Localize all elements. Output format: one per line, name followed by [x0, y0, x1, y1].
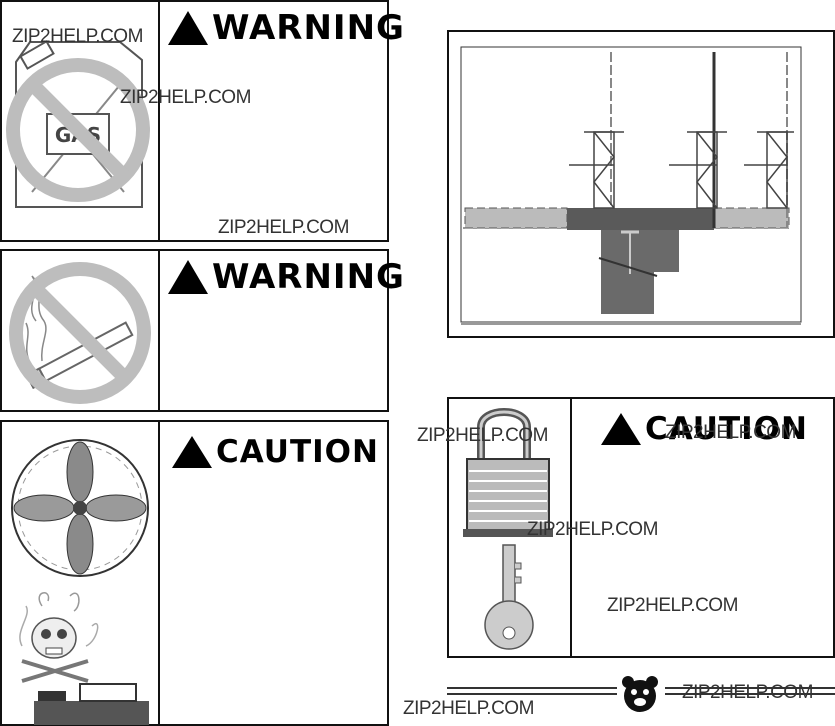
smoke-warning-panel: WARNING: [0, 249, 404, 412]
watermark: ZIP2HELP.COM: [403, 698, 534, 719]
watermark: ZIP2HELP.COM: [665, 422, 796, 443]
watermark: ZIP2HELP.COM: [607, 595, 738, 616]
fan-icon: [11, 439, 149, 577]
watermark: ZIP2HELP.COM: [527, 519, 658, 540]
bear-logo-icon: [622, 676, 658, 712]
no-smoking-icon: [9, 262, 151, 404]
key-icon: [484, 544, 534, 650]
signal-word: CAUTION: [645, 411, 808, 447]
watermark: ZIP2HELP.COM: [120, 87, 251, 108]
machine-diagram-frame: [447, 30, 835, 338]
alert-triangle-icon: [601, 413, 641, 445]
caution-header: CAUTION: [601, 411, 808, 447]
watermark: ZIP2HELP.COM: [12, 26, 143, 47]
alert-triangle-icon: [168, 11, 208, 45]
alert-triangle-icon: [168, 260, 208, 294]
caution-header: CAUTION: [172, 434, 379, 470]
warning-header: WARNING: [168, 8, 405, 48]
gas-warning-panel: GAS WARNING: [0, 0, 404, 242]
ventilation-caution-panel: CAUTION: [0, 420, 389, 726]
footer-rule: [447, 687, 835, 695]
no-gasoline-icon: GAS: [6, 40, 150, 208]
signal-word: CAUTION: [216, 434, 379, 470]
machine-elevation-diagram: [460, 46, 802, 325]
toxic-fumes-skull-icon: [19, 592, 149, 725]
watermark: ZIP2HELP.COM: [218, 217, 349, 238]
watermark: ZIP2HELP.COM: [417, 425, 548, 446]
watermark: ZIP2HELP.COM: [682, 682, 813, 703]
lockout-caution-panel: CAUTION: [447, 397, 835, 658]
warning-header: WARNING: [168, 257, 405, 297]
signal-word: WARNING: [212, 8, 405, 48]
padlock-icon: [463, 408, 553, 537]
signal-word: WARNING: [212, 257, 405, 297]
alert-triangle-icon: [172, 436, 212, 468]
